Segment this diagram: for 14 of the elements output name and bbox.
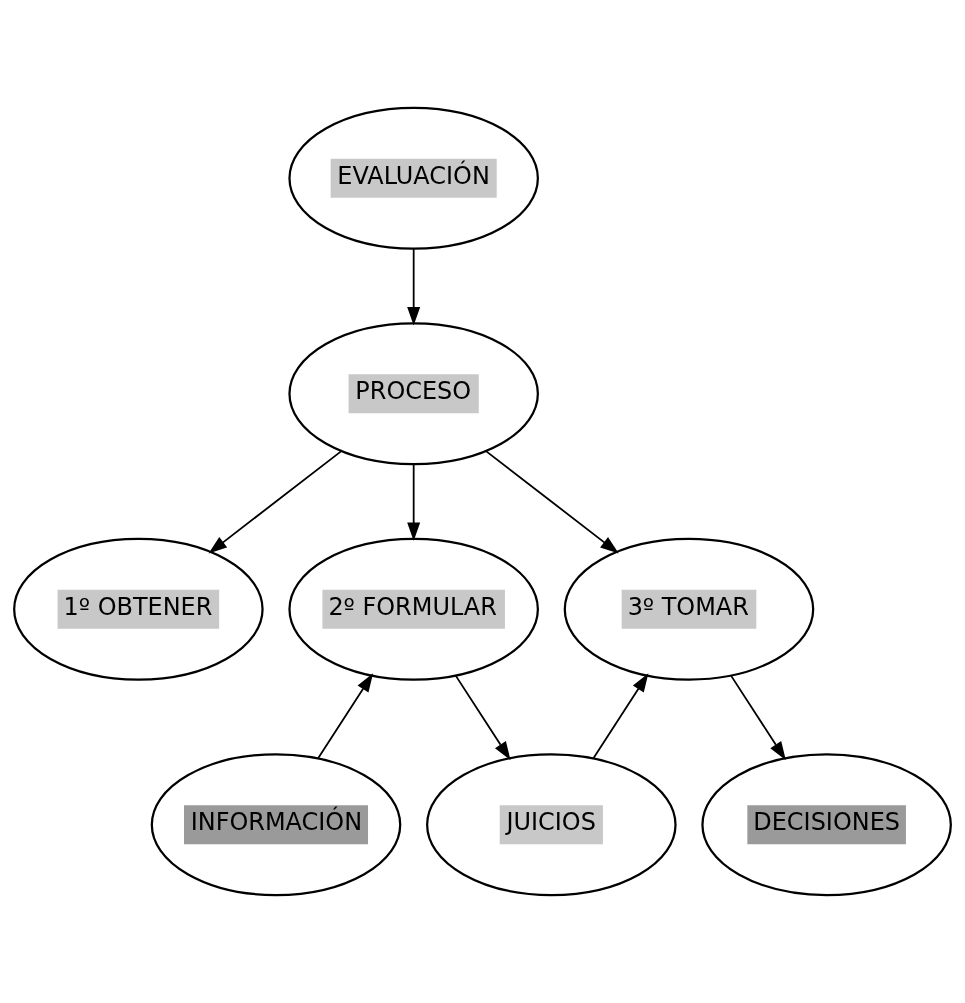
arrow	[592, 673, 649, 759]
node-ellipse: INFORMACIÓN	[150, 753, 402, 897]
arrow	[407, 463, 421, 542]
arrow	[407, 247, 421, 326]
arrow	[454, 674, 511, 761]
node-ellipse: EVALUACIÓN	[288, 106, 539, 250]
arrow	[317, 673, 374, 759]
arrow	[208, 450, 343, 554]
node-ellipse: DECISIONES	[701, 753, 952, 897]
arrow	[730, 674, 786, 761]
node-ellipse: JUICIOS	[426, 753, 677, 897]
node-ellipse: PROCESO	[288, 322, 539, 466]
arrow	[485, 450, 619, 554]
node-ellipse: 2º FORMULAR	[288, 537, 539, 681]
